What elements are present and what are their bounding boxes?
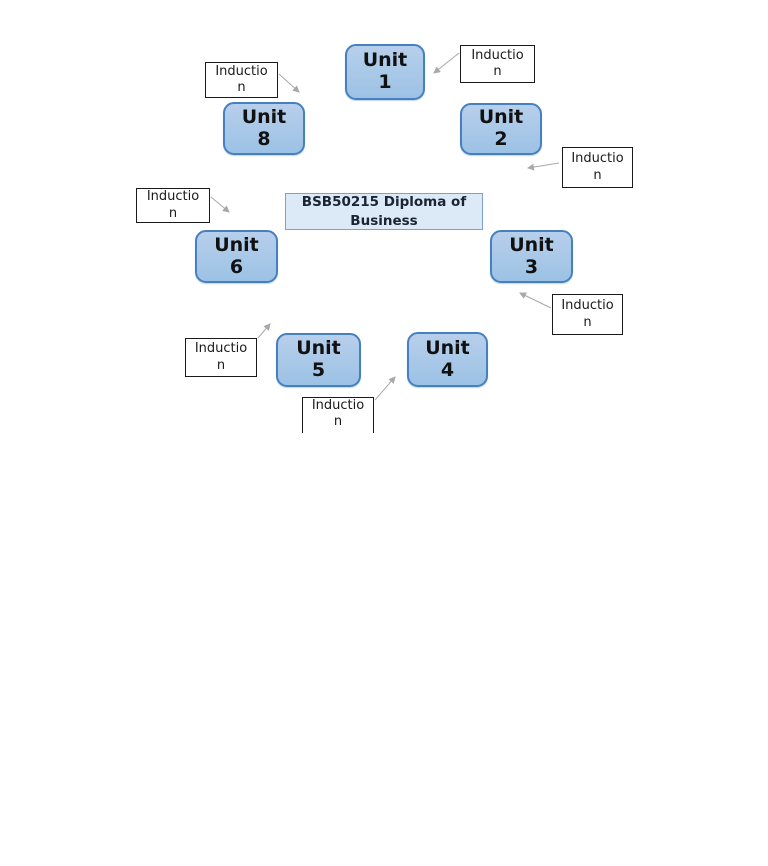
arrow-induction-to-unit-4 <box>374 376 396 401</box>
unit-number: 6 <box>229 255 244 278</box>
node-unit-1: Unit 1 <box>345 44 425 100</box>
arrow-induction-to-unit-5 <box>257 323 271 339</box>
unit-number: 5 <box>311 359 326 381</box>
diagram-title-box: BSB50215 Diploma of Business <box>285 193 483 230</box>
induction-box-unit-8: Induction <box>205 62 278 98</box>
node-unit-5: Unit 5 <box>276 333 361 387</box>
node-unit-8: Unit 8 <box>223 102 305 155</box>
induction-box-unit-2: Induction <box>562 147 633 188</box>
unit-label: Unit <box>241 105 287 128</box>
induction-label: Induction <box>311 398 365 430</box>
induction-label: Induction <box>561 298 614 330</box>
arrow-induction-to-unit-6 <box>210 196 230 213</box>
unit-label: Unit <box>214 233 259 256</box>
induction-label: Induction <box>194 341 248 373</box>
unit-label: Unit <box>296 337 341 360</box>
induction-box-unit-4: Induction <box>302 397 374 433</box>
arrow-induction-to-unit-2 <box>527 162 560 171</box>
node-unit-4: Unit 4 <box>407 332 488 387</box>
unit-label: Unit <box>509 233 554 256</box>
unit-number: 4 <box>440 358 455 381</box>
unit-number: 1 <box>378 71 392 93</box>
induction-box-unit-3: Induction <box>552 294 623 335</box>
node-unit-6: Unit 6 <box>195 230 278 283</box>
unit-label: Unit <box>362 49 408 72</box>
unit-number: 2 <box>494 128 508 150</box>
induction-label: Induction <box>471 47 524 79</box>
induction-box-unit-5: Induction <box>185 338 257 377</box>
induction-box-unit-1: Induction <box>460 45 535 83</box>
induction-label: Induction <box>215 63 268 95</box>
unit-number: 8 <box>257 127 271 150</box>
arrow-induction-to-unit-3 <box>519 292 552 309</box>
arrow-induction-to-unit-1 <box>433 52 460 74</box>
node-unit-2: Unit 2 <box>460 103 542 155</box>
induction-label: Induction <box>571 151 624 183</box>
induction-box-unit-6: Induction <box>136 188 210 223</box>
arrow-induction-to-unit-8 <box>278 73 300 93</box>
node-unit-3: Unit 3 <box>490 230 573 283</box>
diagram-title: BSB50215 Diploma of Business <box>301 194 467 229</box>
unit-label: Unit <box>478 106 524 129</box>
induction-label: Induction <box>146 189 200 221</box>
unit-label: Unit <box>425 336 470 359</box>
unit-number: 3 <box>524 255 539 278</box>
